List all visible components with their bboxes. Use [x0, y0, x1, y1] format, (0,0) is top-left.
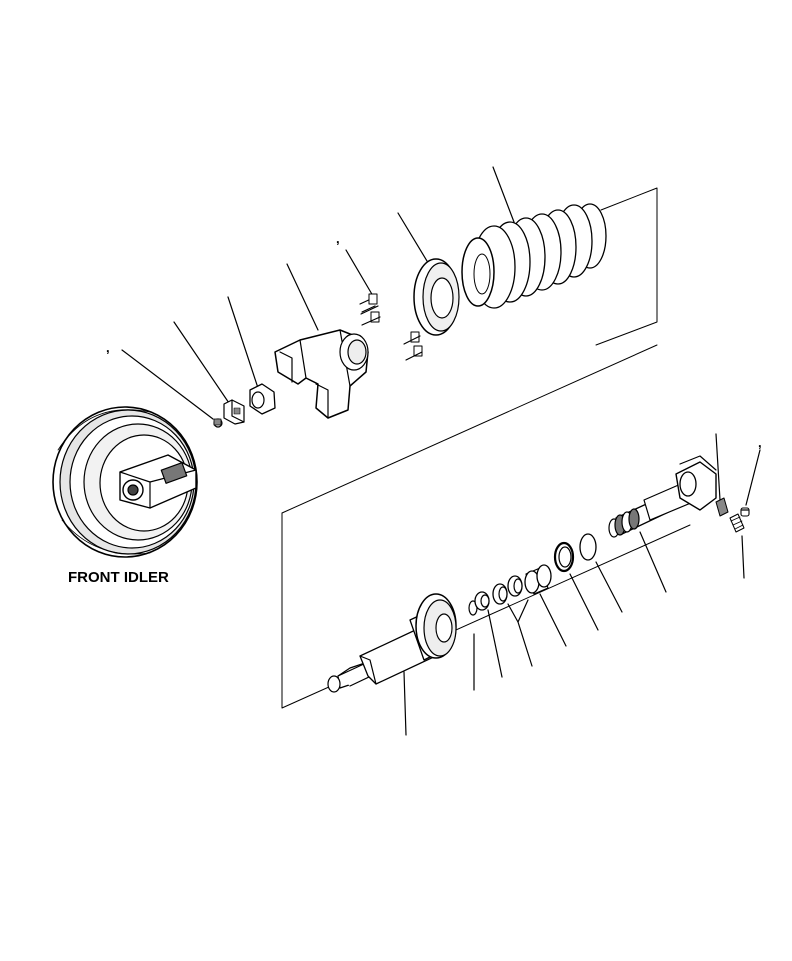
front-idler-wheel — [53, 407, 197, 557]
grease-plug: , — [741, 435, 762, 516]
seal-pair — [493, 576, 532, 666]
cylinder-body — [328, 594, 456, 735]
yoke — [275, 264, 368, 418]
lower-assembly-frame — [282, 345, 690, 708]
piston-ring — [555, 543, 598, 630]
bushing — [525, 565, 566, 646]
backup-ring — [475, 592, 502, 677]
spring-washer-plate — [398, 213, 459, 335]
callout-mark-3: , — [758, 435, 762, 450]
small-bolt-a — [122, 350, 222, 427]
snap-ring — [580, 534, 622, 612]
callout-mark-2: , — [106, 340, 110, 355]
upper-assembly-frame — [596, 188, 657, 345]
grease-fitting — [730, 514, 744, 578]
callout-mark-1: , — [336, 231, 340, 246]
recoil-spring — [462, 167, 606, 308]
piston-rod — [609, 456, 716, 592]
lock-bracket — [174, 322, 244, 424]
lock-plate — [716, 434, 728, 516]
o-ring-small — [469, 601, 477, 690]
mounting-bolts: , — [336, 231, 422, 360]
hex-nut — [228, 297, 275, 414]
front-idler-caption: FRONT IDLER — [68, 569, 169, 586]
